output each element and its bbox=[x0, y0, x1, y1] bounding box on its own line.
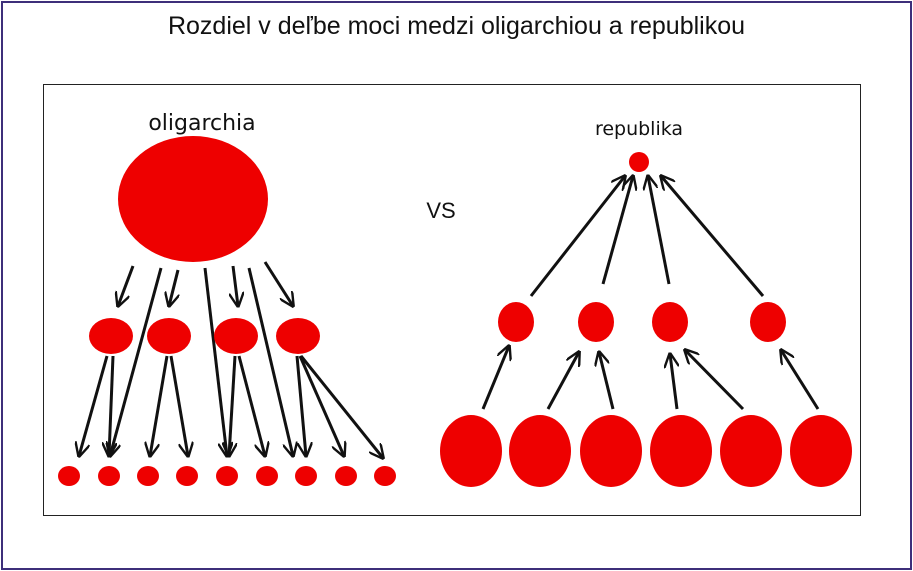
republic-nodes bbox=[440, 152, 852, 487]
oligarchy-bottom-node bbox=[374, 466, 396, 486]
oligarchy-bottom-node bbox=[216, 466, 238, 486]
oligarchy-arrow-mid-bottom bbox=[79, 355, 109, 456]
oligarchy-arrow-top-bottom bbox=[247, 267, 293, 456]
vs-label: VS bbox=[426, 198, 455, 223]
republic-arrow-bottom-mid bbox=[685, 350, 745, 411]
republic-arrow-mid-top bbox=[529, 176, 625, 297]
oligarchy-mid-node bbox=[214, 318, 258, 354]
republic-arrows bbox=[481, 176, 820, 411]
republic-mid-node bbox=[750, 302, 786, 342]
republic-mid-node bbox=[578, 302, 614, 342]
oligarchy-bottom-node bbox=[256, 466, 278, 486]
republic-mid-node bbox=[498, 302, 534, 342]
republic-bottom-node bbox=[580, 415, 642, 487]
republic-bottom-node bbox=[790, 415, 852, 487]
oligarchy-bottom-node bbox=[137, 466, 159, 486]
oligarchy-arrow-top-mid bbox=[118, 265, 135, 306]
oligarchy-arrow-mid-bottom bbox=[295, 355, 306, 456]
oligarchy-bottom-node bbox=[335, 466, 357, 486]
oligarchy-arrow-top-bottom bbox=[203, 267, 227, 456]
republic-top-node bbox=[629, 152, 649, 172]
oligarchy-mid-node bbox=[276, 318, 320, 354]
diagram-box bbox=[43, 84, 861, 516]
republic-arrow-mid-top bbox=[601, 176, 633, 285]
oligarchy-arrow-mid-bottom bbox=[109, 355, 113, 456]
oligarchy-arrow-mid-bottom bbox=[298, 355, 344, 456]
oligarchy-top-node bbox=[118, 136, 268, 262]
republic-arrow-bottom-mid bbox=[599, 352, 615, 410]
oligarchy-bottom-node bbox=[58, 466, 80, 486]
oligarchy-arrow-mid-bottom bbox=[237, 355, 265, 456]
oligarchy-arrow-mid-bottom bbox=[229, 355, 235, 456]
oligarchy-mid-node bbox=[147, 318, 191, 354]
oligarchy-bottom-node bbox=[98, 466, 120, 486]
oligarchy-arrow-mid-bottom bbox=[169, 355, 188, 456]
oligarchy-label: oligarchia bbox=[148, 111, 255, 136]
oligarchy-arrow-top-bottom bbox=[110, 267, 163, 456]
oligarchy-arrow-mid-bottom bbox=[299, 355, 383, 458]
republic-arrow-bottom-mid bbox=[670, 354, 677, 410]
oligarchy-arrow-top-mid bbox=[263, 261, 293, 306]
oligarchy-arrow-top-mid bbox=[233, 265, 238, 306]
republic-arrow-bottom-mid bbox=[546, 352, 579, 410]
republic-bottom-node bbox=[440, 415, 502, 487]
oligarchy-arrow-top-mid bbox=[169, 269, 178, 306]
page-title: Rozdiel v deľbe moci medzi oligarchiou a… bbox=[167, 12, 746, 40]
republic-arrow-mid-top bbox=[648, 176, 671, 285]
oligarchy-nodes bbox=[58, 136, 396, 486]
republic-label: republika bbox=[595, 118, 683, 140]
republic-mid-node bbox=[652, 302, 688, 342]
power-diagram: oligarchia republika VS bbox=[58, 111, 852, 487]
oligarchy-bottom-node bbox=[176, 466, 198, 486]
oligarchy-bottom-node bbox=[295, 466, 317, 486]
republic-arrow-bottom-mid bbox=[781, 350, 820, 410]
republic-arrow-mid-top bbox=[661, 176, 765, 297]
republic-arrow-bottom-mid bbox=[481, 346, 509, 410]
oligarchy-arrows bbox=[79, 261, 383, 458]
republic-bottom-node bbox=[509, 415, 571, 487]
oligarchy-mid-node bbox=[89, 318, 133, 354]
republic-bottom-node bbox=[720, 415, 782, 487]
oligarchy-arrow-mid-bottom bbox=[150, 355, 169, 456]
republic-bottom-node bbox=[650, 415, 712, 487]
